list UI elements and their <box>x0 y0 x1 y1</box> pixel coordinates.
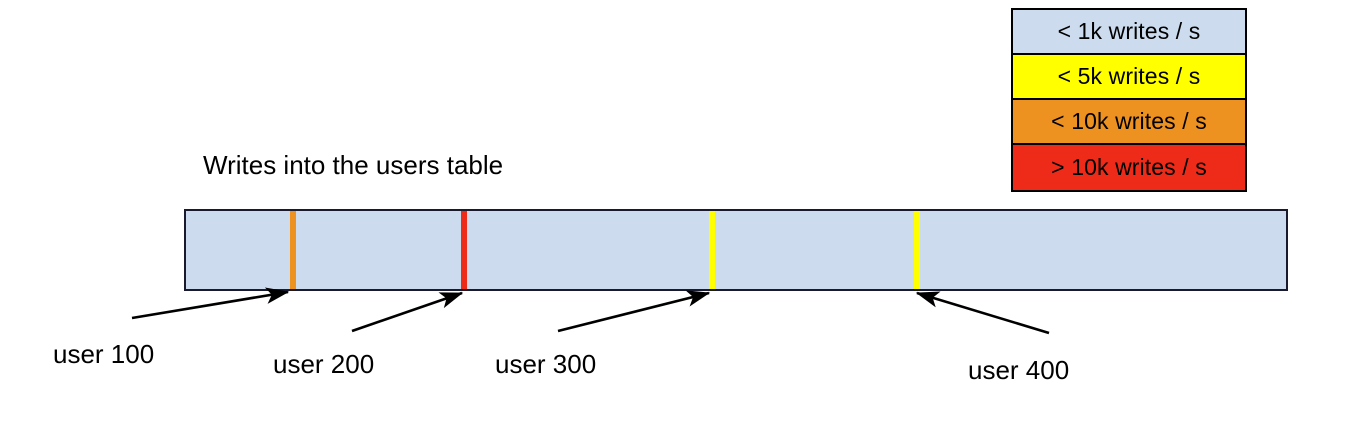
diagram-caption: Writes into the users table <box>203 150 504 180</box>
arrow-user-300 <box>557 290 711 333</box>
legend-item-under-5k: < 5k writes / s <box>1013 55 1245 100</box>
legend-item-label: > 10k writes / s <box>1051 154 1207 180</box>
legend-item-label: < 5k writes / s <box>1057 63 1201 89</box>
arrow-user-200 <box>351 291 464 333</box>
arrow-user-400 <box>915 291 1050 335</box>
legend-item-under-1k: < 1k writes / s <box>1013 10 1245 55</box>
stripe-user-100 <box>290 211 296 289</box>
stripe-user-200 <box>461 211 467 289</box>
label-user-100: user 100 <box>53 339 155 369</box>
legend: < 1k writes / s < 5k writes / s < 10k wr… <box>1011 8 1247 192</box>
users-table-bar <box>184 209 1288 291</box>
label-user-400: user 400 <box>968 355 1070 385</box>
legend-item-label: < 1k writes / s <box>1057 18 1201 44</box>
label-user-300: user 300 <box>495 349 597 379</box>
stripe-user-300 <box>709 211 715 289</box>
legend-item-under-10k: < 10k writes / s <box>1013 100 1245 145</box>
stripe-user-400 <box>914 211 920 289</box>
arrow-user-100 <box>131 287 290 320</box>
legend-item-label: < 10k writes / s <box>1051 108 1207 134</box>
label-user-200: user 200 <box>273 349 375 379</box>
legend-item-over-10k: > 10k writes / s <box>1013 145 1245 190</box>
